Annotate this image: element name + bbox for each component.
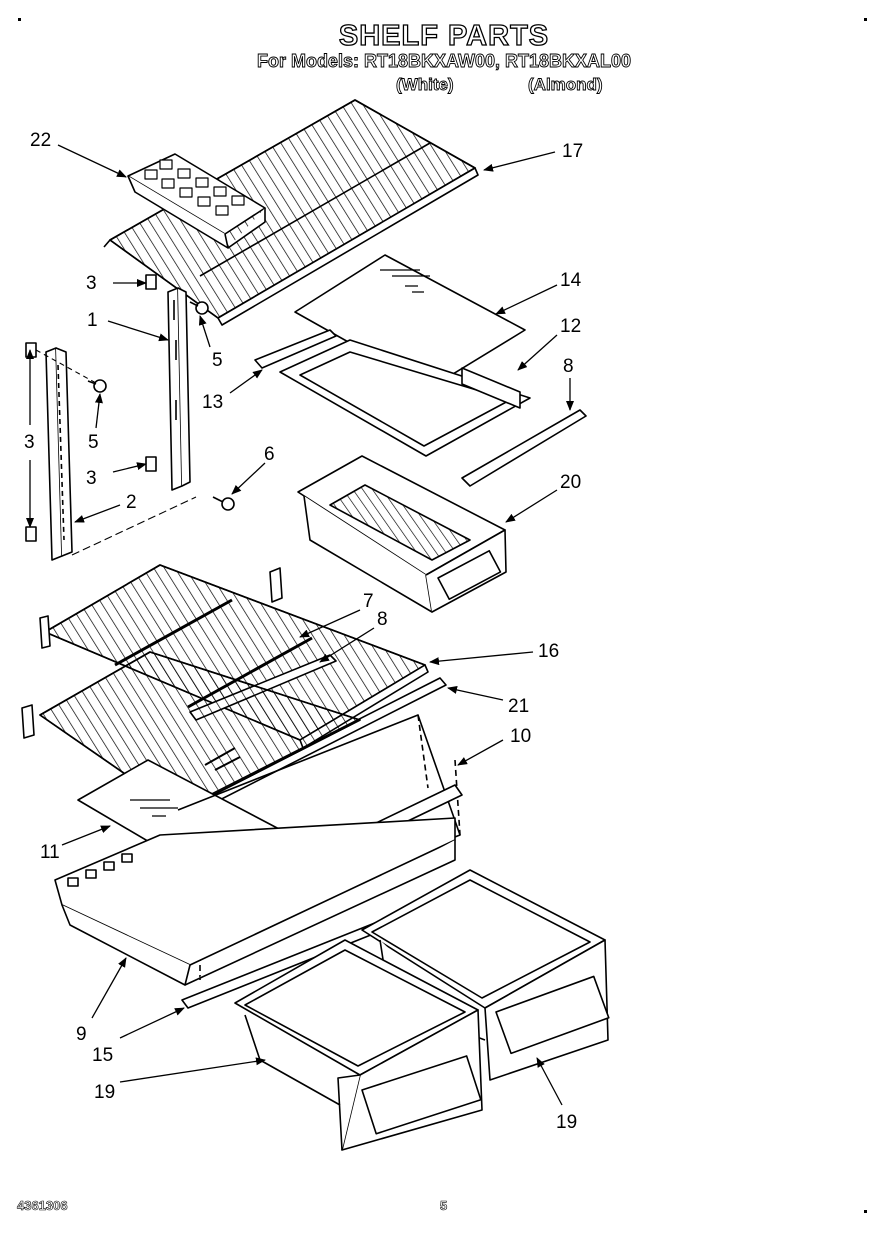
callout-13: 13 (202, 392, 223, 413)
crisper-drawer-right (361, 869, 610, 1081)
callout-5: 5 (212, 350, 223, 371)
meat-pan (297, 455, 507, 613)
shelf-track-left (45, 347, 73, 561)
callout-8: 8 (563, 356, 574, 377)
callout-7: 7 (363, 591, 374, 612)
document-number: 4361306 (17, 1198, 68, 1214)
screw (87, 379, 107, 393)
callout-8: 8 (377, 609, 388, 630)
crisper-support (54, 817, 456, 986)
callout-21: 21 (508, 696, 529, 717)
models-line: For Models: RT18BKXAW00, RT18BKXAL00 (256, 51, 632, 72)
callout-19: 19 (94, 1082, 115, 1103)
callout-6: 6 (264, 444, 275, 465)
callout-9: 9 (76, 1024, 87, 1045)
callout-2: 2 (126, 492, 137, 513)
callout-12: 12 (560, 316, 581, 337)
corner-mark (18, 18, 21, 21)
corner-mark (864, 1210, 867, 1213)
shelf-frame (254, 329, 531, 457)
variant-white: (White) (396, 75, 454, 95)
track-clip (145, 274, 157, 290)
shelf-trim-bar (461, 409, 587, 487)
callout-14: 14 (560, 270, 582, 291)
screw (189, 301, 209, 315)
callout-16: 16 (538, 641, 559, 662)
callout-3: 3 (86, 273, 97, 294)
corner-mark (864, 18, 867, 21)
callout-20: 20 (560, 472, 581, 493)
freezer-wire-shelf (103, 99, 479, 326)
track-clip (25, 526, 37, 542)
shelf-track-center (167, 287, 191, 491)
callout-3: 3 (24, 432, 35, 453)
callout-15: 15 (92, 1045, 113, 1066)
callout-11: 11 (40, 842, 60, 863)
crisper-drawer-left (234, 939, 483, 1151)
screw (212, 496, 235, 511)
callout-1: 1 (87, 310, 98, 331)
callout-17: 17 (562, 141, 583, 162)
callout-5: 5 (88, 432, 99, 453)
callout-19: 19 (556, 1112, 577, 1133)
callout-10: 10 (510, 726, 531, 747)
track-clip (25, 342, 37, 358)
ice-cube-tray (127, 153, 266, 249)
callout-22: 22 (30, 130, 51, 151)
page-number: 5 (440, 1198, 448, 1214)
variant-almond: (Almond) (528, 75, 603, 95)
track-clip (145, 456, 157, 472)
page-title: SHELF PARTS (338, 19, 550, 52)
callout-3: 3 (86, 468, 97, 489)
